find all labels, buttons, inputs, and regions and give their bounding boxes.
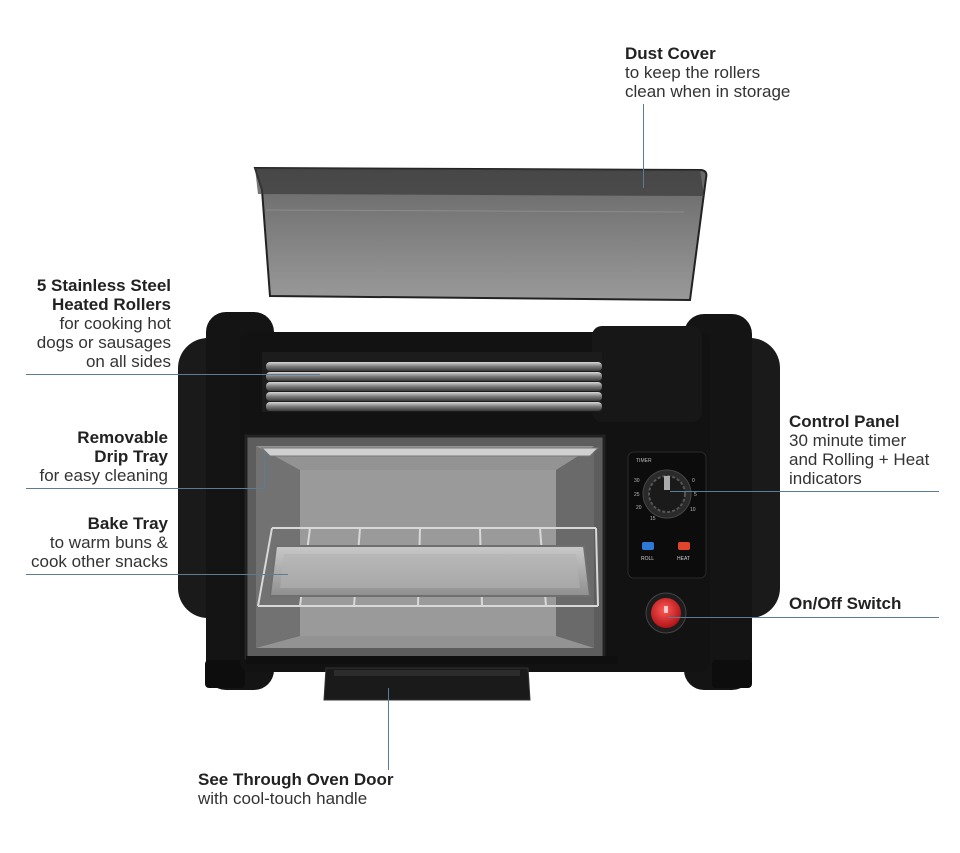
leader-line-drip-tray xyxy=(26,488,264,489)
roll-indicator-label: ROLL xyxy=(641,556,654,562)
callout-door-line-1: with cool-touch handle xyxy=(198,789,368,808)
dial-number-20: 20 xyxy=(636,505,642,511)
heat-indicator-label: HEAT xyxy=(677,556,690,562)
roller-assembly xyxy=(262,352,602,412)
bake-tray xyxy=(268,545,592,597)
timer-dial: TIMER 30 25 20 15 10 5 0 xyxy=(634,458,697,522)
callout-control-panel-line-1: 30 minute timer xyxy=(789,431,907,450)
callout-door-title: See Through Oven Door xyxy=(198,770,394,789)
heat-indicator xyxy=(678,542,690,550)
leader-line-dust-cover xyxy=(643,104,644,188)
callout-control-panel-line-3: indicators xyxy=(789,469,862,488)
callout-rollers-line-1: for cooking hot xyxy=(59,314,171,333)
callout-rollers-title-1: 5 Stainless Steel xyxy=(36,276,171,295)
callout-dust-cover-line-2: clean when in storage xyxy=(625,82,791,101)
roll-indicator xyxy=(642,542,654,550)
callout-drip-tray-title-1: Removable xyxy=(77,428,168,447)
callout-rollers-line-2: dogs or sausages xyxy=(36,333,171,352)
callout-rollers-line-3: on all sides xyxy=(85,352,171,371)
leader-line-rollers xyxy=(26,374,320,375)
dial-number-15: 15 xyxy=(650,516,656,522)
leader-line-switch xyxy=(668,617,939,618)
callout-bake-tray-line-2: cook other snacks xyxy=(30,552,168,571)
callout-control-panel: Control Panel 30 minute timer and Rollin… xyxy=(789,412,929,488)
timer-label: TIMER xyxy=(636,458,652,464)
leader-line-bake-tray xyxy=(26,574,288,575)
callout-dust-cover-line-1: to keep the rollers xyxy=(625,63,761,82)
dial-number-30: 30 xyxy=(634,478,640,484)
callout-drip-tray-title-2: Drip Tray xyxy=(94,447,168,466)
leader-line-control-panel xyxy=(670,491,939,492)
dust-cover xyxy=(253,166,708,359)
on-off-switch xyxy=(645,592,687,634)
callout-door: See Through Oven Door with cool-touch ha… xyxy=(198,770,394,808)
callout-drip-tray-line-1: for easy cleaning xyxy=(39,466,168,485)
callout-switch: On/Off Switch xyxy=(789,594,901,613)
callout-rollers: 5 Stainless Steel Heated Rollers for coo… xyxy=(37,276,171,371)
callout-switch-title: On/Off Switch xyxy=(789,594,902,613)
leader-line-drip-tray-connector xyxy=(264,452,265,489)
door-frame-bottom xyxy=(246,656,618,664)
dial-number-0: 0 xyxy=(692,478,695,484)
callout-dust-cover: Dust Cover to keep the rollers clean whe… xyxy=(625,44,790,101)
dial-number-10: 10 xyxy=(690,507,696,513)
callout-rollers-title-2: Heated Rollers xyxy=(51,295,171,314)
callout-bake-tray-line-1: to warm buns & xyxy=(49,533,168,552)
callout-bake-tray-title: Bake Tray xyxy=(87,514,168,533)
indicator-lights: ROLL HEAT xyxy=(641,542,690,562)
callout-drip-tray: Removable Drip Tray for easy cleaning xyxy=(39,428,168,485)
door-handle xyxy=(323,667,531,701)
dial-number-5: 5 xyxy=(694,492,697,498)
callout-control-panel-line-2: and Rolling + Heat xyxy=(789,450,930,469)
callout-dust-cover-title: Dust Cover xyxy=(625,44,716,63)
drip-tray xyxy=(260,447,600,457)
callout-bake-tray: Bake Tray to warm buns & cook other snac… xyxy=(31,514,168,571)
dial-number-25: 25 xyxy=(634,492,640,498)
callout-control-panel-title: Control Panel xyxy=(789,412,900,431)
leader-line-door xyxy=(388,688,389,770)
